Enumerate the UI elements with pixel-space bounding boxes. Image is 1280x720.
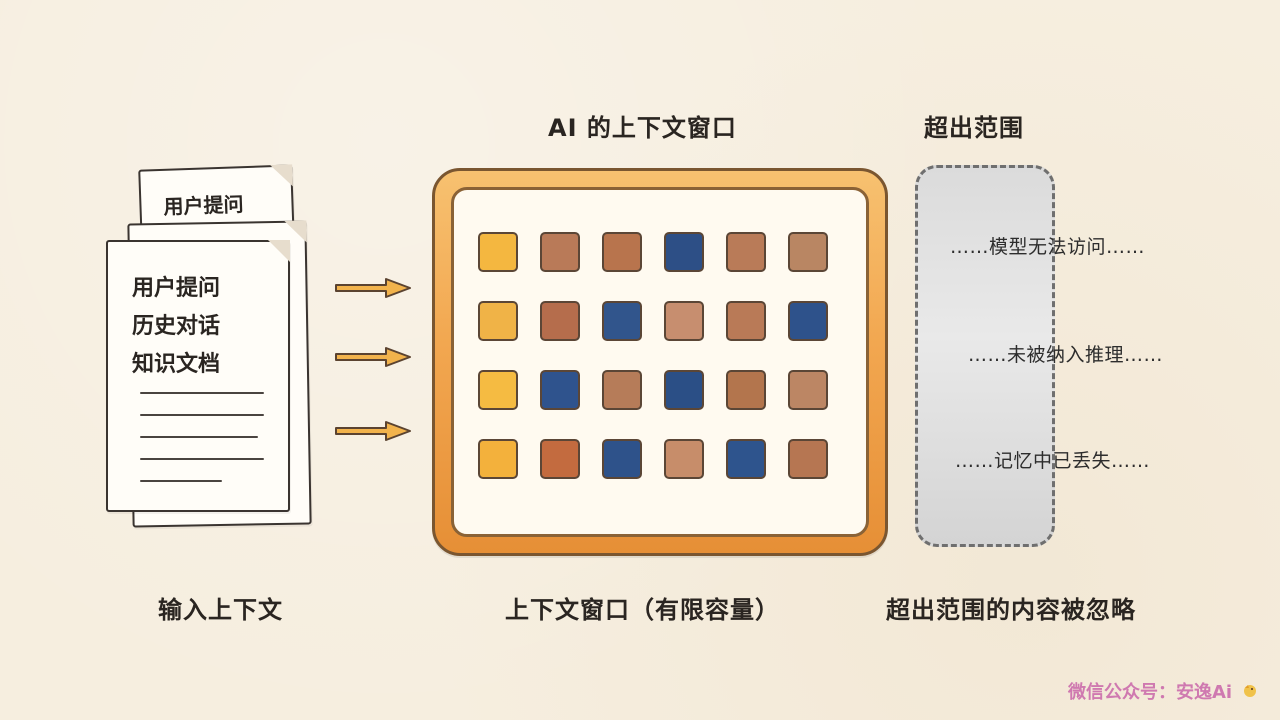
token-cell <box>540 439 580 479</box>
context-window-inner <box>451 187 869 537</box>
token-cell <box>664 370 704 410</box>
token-cell <box>478 301 518 341</box>
token-cell <box>478 439 518 479</box>
token-cell <box>478 232 518 272</box>
window-title: AI 的上下文窗口 <box>548 114 737 142</box>
outside-item-3: ……记忆中已丢失…… <box>955 450 1151 472</box>
token-cell <box>602 232 642 272</box>
token-cell <box>726 439 766 479</box>
bird-icon <box>1244 685 1256 697</box>
document-text-line <box>140 392 264 394</box>
input-arrow-icon <box>335 278 411 298</box>
token-cell <box>788 232 828 272</box>
token-cell <box>726 301 766 341</box>
document-text-line <box>140 480 222 482</box>
token-cell <box>788 439 828 479</box>
token-cell <box>540 232 580 272</box>
token-cell <box>602 301 642 341</box>
token-cell <box>664 232 704 272</box>
outside-caption: 超出范围的内容被忽略 <box>886 596 1136 624</box>
document-line-2: 历史对话 <box>132 314 221 339</box>
outside-title: 超出范围 <box>924 114 1024 142</box>
watermark-text: 微信公众号：安逸Ai <box>1068 682 1233 703</box>
token-cell <box>788 370 828 410</box>
token-cell <box>478 370 518 410</box>
token-cell <box>788 301 828 341</box>
outside-item-1: ……模型无法访问…… <box>950 236 1146 258</box>
outside-item-2: ……未被纳入推理…… <box>968 344 1164 366</box>
token-cell <box>726 370 766 410</box>
input-arrow-icon <box>335 421 411 441</box>
document-text-line <box>140 458 264 460</box>
document-text-line <box>140 436 258 438</box>
input-arrow-icon <box>335 347 411 367</box>
token-cell <box>602 439 642 479</box>
document-fold <box>268 240 290 262</box>
token-cell <box>540 370 580 410</box>
document-fold <box>270 164 293 188</box>
token-cell <box>602 370 642 410</box>
input-caption: 输入上下文 <box>158 596 283 624</box>
document-text-line <box>140 414 264 416</box>
outside-range-zone <box>915 165 1055 547</box>
document-line-3: 知识文档 <box>132 352 221 377</box>
context-window <box>432 168 888 556</box>
token-cell <box>726 232 766 272</box>
token-cell <box>664 439 704 479</box>
window-caption: 上下文窗口（有限容量） <box>505 596 780 624</box>
document-line-1: 用户提问 <box>132 276 221 301</box>
token-cell <box>540 301 580 341</box>
document-front: 用户提问 历史对话 知识文档 <box>106 240 290 512</box>
token-cell <box>664 301 704 341</box>
document-back-label: 用户提问 <box>163 192 244 219</box>
document-front-text: 用户提问 历史对话 知识文档 <box>132 270 220 384</box>
